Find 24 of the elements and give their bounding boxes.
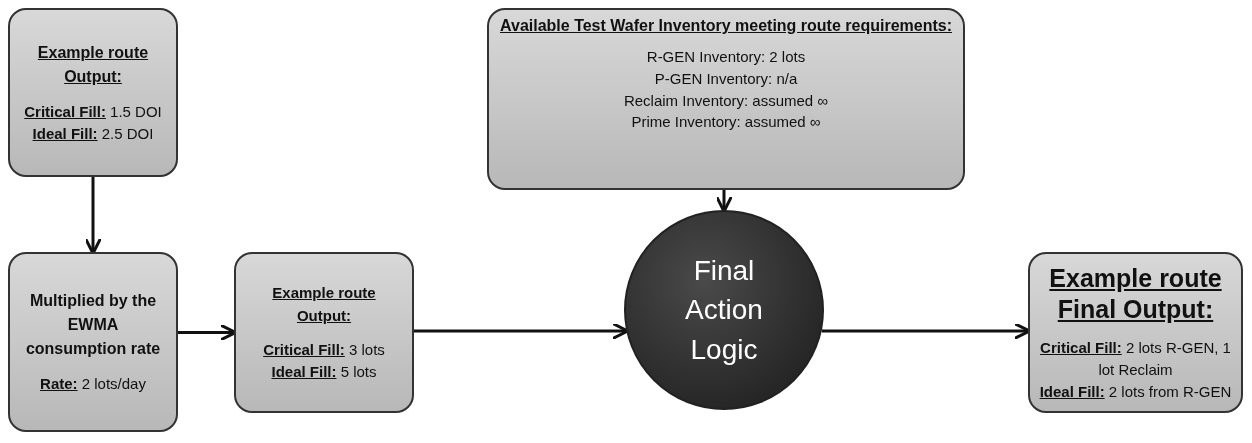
box-text: P-GEN Inventory: n/a: [654, 68, 798, 89]
box-heading: Example route Final Output:: [1048, 262, 1223, 325]
box-text: Rate: 2 lots/day: [40, 374, 146, 395]
box-text: Prime Inventory: assumed ∞: [631, 112, 821, 133]
box-text: Ideal Fill: 5 lots: [271, 362, 377, 382]
process-box: [234, 252, 414, 413]
process-box: [8, 8, 178, 177]
circle-label: Final Action Logic: [684, 254, 764, 367]
box-text: Ideal Fill: 2.5 DOI: [32, 123, 154, 144]
arrow: [715, 190, 733, 213]
box-heading: Available Test Wafer Inventory meeting route requirements:: [500, 16, 952, 36]
process-box: [487, 8, 965, 190]
box-heading: Multiplied by the EWMA consumption rate: [24, 291, 162, 360]
box-heading: Example route Output:: [271, 283, 377, 326]
box-text: R-GEN Inventory: 2 lots: [646, 47, 806, 67]
box-heading: Example route Output:: [36, 42, 150, 87]
box-text: Critical Fill: 3 lots: [263, 340, 385, 361]
arrow: [84, 177, 102, 255]
box-text: Ideal Fill: 2 lots from R-GEN: [1039, 381, 1232, 402]
box-text: Critical Fill: 2 lots R-GEN, 1 lot Reclaim: [1039, 338, 1232, 380]
box-text: Critical Fill: 1.5 DOI: [24, 101, 162, 122]
process-box: [1028, 252, 1243, 413]
process-box: [8, 252, 178, 432]
box-text: Reclaim Inventory: assumed ∞: [623, 90, 829, 111]
